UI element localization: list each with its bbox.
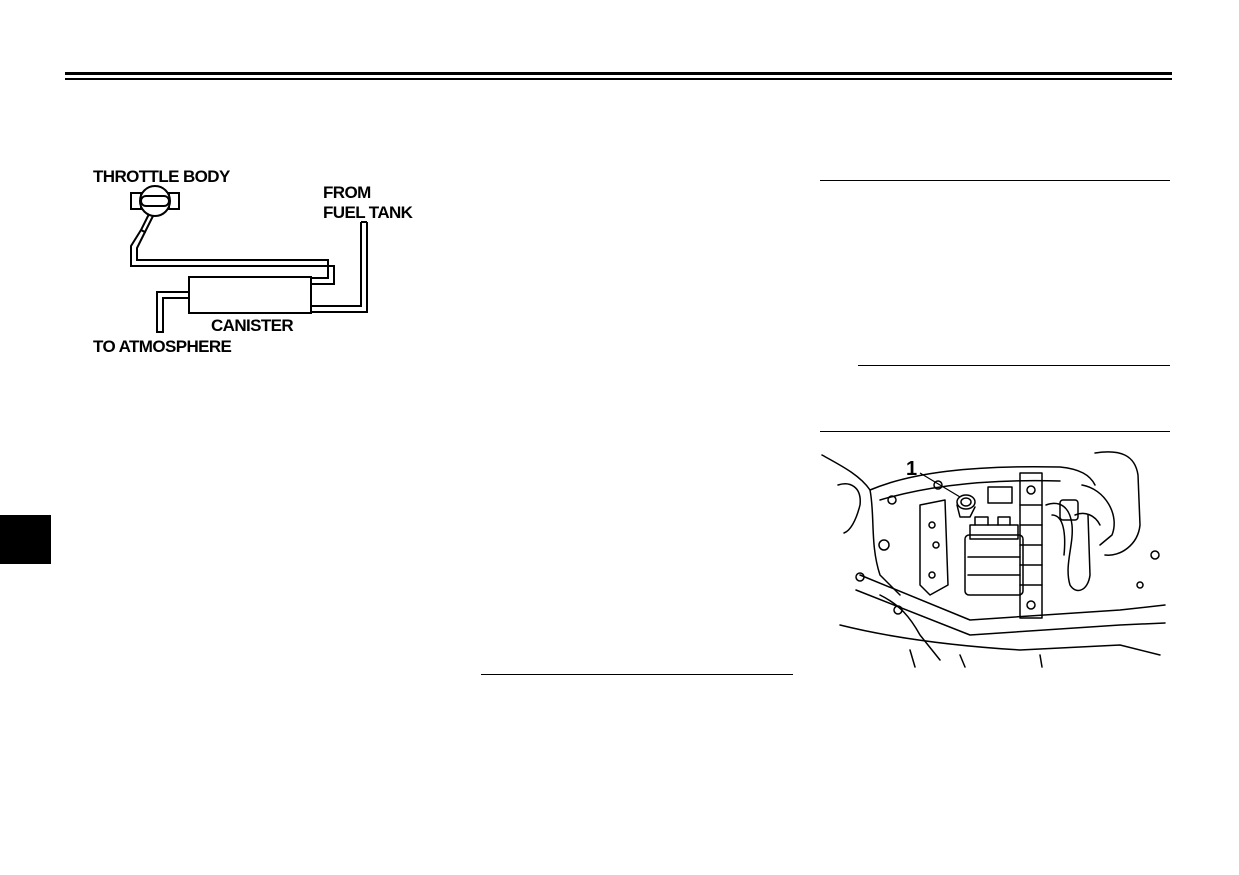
right-fender-outline	[1094, 451, 1141, 556]
canister-box	[188, 276, 312, 314]
callout-leader	[919, 472, 961, 498]
hose-lines	[130, 221, 368, 333]
section-rule-1	[820, 180, 1170, 181]
throttle-body-symbol	[130, 185, 180, 234]
to-atmosphere-label: TO ATMOSPHERE	[93, 337, 232, 356]
header-rule-bottom	[65, 78, 1172, 80]
callout-number: 1	[906, 458, 917, 480]
left-cover-outline	[821, 454, 901, 596]
ecu-box	[964, 534, 1024, 596]
canister-hose-diagram: THROTTLE BODY FROM FUEL TANK CANISTER TO…	[93, 167, 414, 356]
engine-compartment-illustration: 1	[821, 451, 1166, 668]
from-label: FROM	[323, 183, 371, 202]
frame-tube	[859, 574, 1166, 621]
throttle-body-label: THROTTLE BODY	[93, 167, 231, 186]
header-rule-top	[65, 72, 1172, 75]
section-rule-4	[481, 674, 793, 675]
filler-cap	[956, 494, 976, 510]
canister-label: CANISTER	[211, 316, 293, 335]
section-rule-3	[820, 431, 1170, 432]
chapter-side-tab	[0, 515, 51, 564]
fuel-tank-label: FUEL TANK	[323, 203, 414, 222]
section-rule-2	[858, 365, 1170, 366]
